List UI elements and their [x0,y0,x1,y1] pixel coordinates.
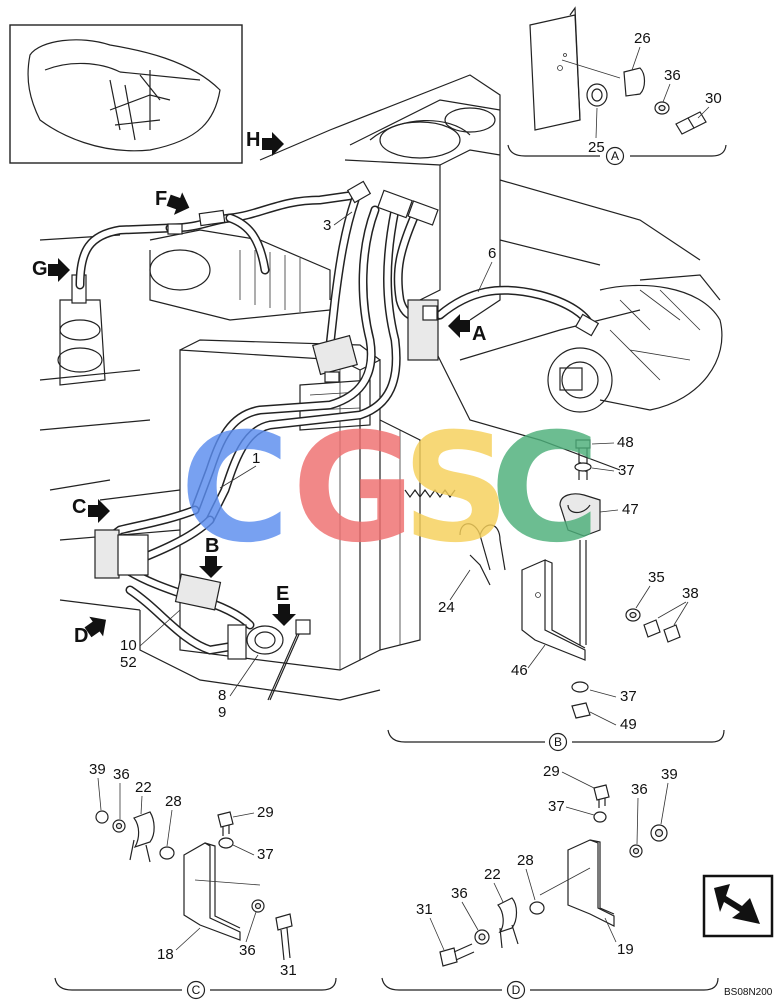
view-letter-f: F [155,188,167,210]
main-fittings [94,180,600,701]
view-letter-a: A [472,323,486,345]
label-c-28: 28 [165,793,182,810]
watermark-letter-3: S [402,402,510,576]
orientation-arrow-icon [702,874,774,938]
arrow-c [88,499,110,523]
arrow-b [199,556,223,578]
watermark-letter-1: C [180,402,290,576]
detail-c-marker [186,980,206,1000]
arrow-g [48,258,70,282]
arrow-a [448,314,470,338]
watermark-letter-2: G [292,402,415,576]
label-b-49: 49 [620,716,637,733]
detail-b: 48 37 47 24 35 38 46 37 49 B [387,434,725,752]
label-a-30: 30 [705,90,722,107]
arrow-d [84,616,107,638]
detail-a-title: A [611,149,619,163]
label-b-38: 38 [682,585,699,602]
detail-d-title: D [512,983,521,997]
label-c-18: 18 [157,946,174,963]
label-d-29: 29 [543,763,560,780]
label-b-37b: 37 [620,688,637,705]
label-b-35: 35 [648,569,665,586]
detail-a: 25 26 36 30 A [507,6,727,166]
label-d-36: 36 [631,781,648,798]
label-c-22: 22 [135,779,152,796]
detail-b-marker [548,732,568,752]
main-part-callouts: 1 3 6 8 9 10 52 [120,211,496,721]
detail-d: 29 37 39 36 28 22 36 31 19 D [381,763,719,1000]
label-d-28: 28 [517,852,534,869]
label-c-31: 31 [280,962,297,979]
label-6: 6 [488,245,496,262]
label-c-37: 37 [257,846,274,863]
view-letter-d: D [74,625,88,647]
label-9: 9 [218,704,226,721]
label-10: 10 [120,637,137,654]
label-b-47: 47 [622,501,639,518]
arrow-f [166,192,190,215]
detail-d-marker [506,980,526,1000]
watermark-letter-4: C [490,402,600,576]
detail-a-marker [605,146,625,166]
label-d-22: 22 [484,866,501,883]
label-d-31: 31 [416,901,433,918]
view-letter-g: G [32,258,48,280]
label-a-25: 25 [588,139,605,156]
label-a-36: 36 [664,67,681,84]
drawing-code: BS08N200 [724,987,773,998]
detail-c-title: C [192,983,201,997]
machine-outline [9,24,723,701]
inset-box [9,24,243,164]
label-a-26: 26 [634,30,651,47]
label-b-48: 48 [617,434,634,451]
detail-c: 39 36 22 28 29 37 18 36 31 C [54,761,337,1000]
label-d-39: 39 [661,766,678,783]
view-letter-e: E [276,583,289,605]
label-b-37a: 37 [618,462,635,479]
watermark: C G S C [180,402,600,576]
label-d-19: 19 [617,941,634,958]
label-c-36b: 36 [239,942,256,959]
view-letter-h: H [246,129,260,151]
view-letter-labels: H F G A C B E D [32,129,486,647]
label-c-36: 36 [113,766,130,783]
arrow-e [272,604,296,626]
label-c-39: 39 [89,761,106,778]
label-b-24: 24 [438,599,455,616]
label-3: 3 [323,217,331,234]
label-d-37: 37 [548,798,565,815]
view-letter-c: C [72,496,86,518]
arrow-h [262,132,284,156]
label-b-46: 46 [511,662,528,679]
detail-b-title: B [554,735,562,749]
view-arrows [48,132,470,638]
label-c-29: 29 [257,804,274,821]
label-d-36b: 36 [451,885,468,902]
label-1: 1 [252,450,260,467]
view-letter-b: B [205,535,219,557]
label-8: 8 [218,687,226,704]
label-52: 52 [120,654,137,671]
